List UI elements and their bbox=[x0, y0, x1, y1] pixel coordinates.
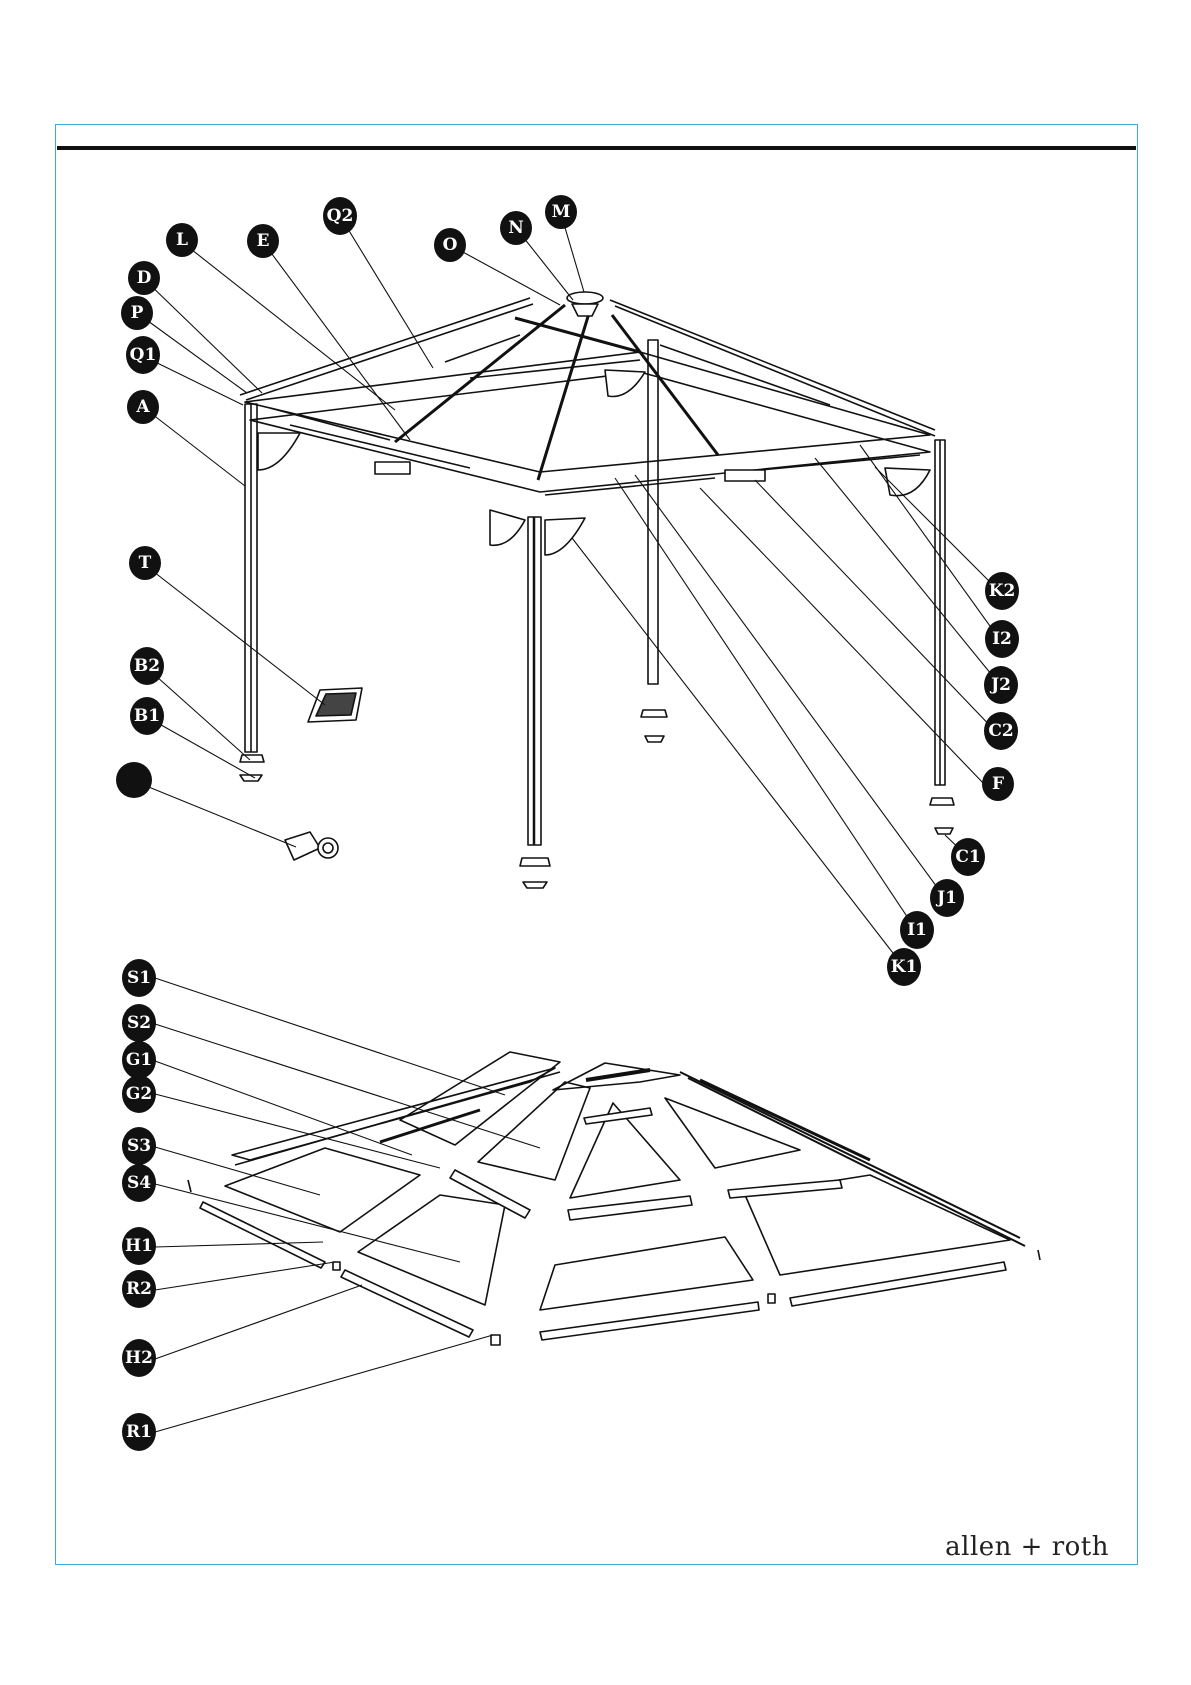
part-label: R1 bbox=[126, 1422, 152, 1442]
part-label: F bbox=[992, 774, 1004, 794]
center-cap bbox=[567, 292, 603, 316]
part-badge-l: L bbox=[166, 223, 198, 257]
panel-s1 bbox=[400, 1052, 560, 1145]
part-label: C1 bbox=[955, 847, 980, 867]
part-label: A bbox=[135, 397, 150, 417]
part-label: S4 bbox=[127, 1173, 151, 1193]
part-badge-r1: R1 bbox=[122, 1413, 156, 1451]
part-badge-r2: R2 bbox=[122, 1270, 156, 1308]
part-label: I2 bbox=[992, 629, 1012, 649]
panel-right-top bbox=[665, 1098, 800, 1168]
part-label: S3 bbox=[127, 1136, 151, 1156]
part-badge-j1: J1 bbox=[930, 879, 964, 917]
solar-light-part bbox=[308, 688, 362, 722]
part-badge-q2: Q2 bbox=[323, 197, 357, 235]
part-badge-m: M bbox=[545, 195, 577, 229]
part-badge-j2: J2 bbox=[984, 666, 1018, 704]
part-label: N bbox=[508, 218, 524, 238]
part-label: B1 bbox=[134, 706, 160, 726]
part-label: I1 bbox=[907, 920, 927, 940]
posts bbox=[245, 340, 945, 845]
part-badge-o: O bbox=[434, 228, 466, 262]
leader-lines bbox=[134, 214, 1000, 1432]
part-badge-c2: C2 bbox=[984, 712, 1018, 750]
part-badge-g1: G1 bbox=[122, 1041, 156, 1079]
part-label: K2 bbox=[989, 581, 1016, 601]
rail-h2 bbox=[341, 1270, 473, 1337]
post-feet bbox=[240, 710, 954, 888]
part-label: T bbox=[139, 553, 152, 573]
gazebo-frame-drawing bbox=[240, 292, 954, 888]
part-badge-c1: C1 bbox=[951, 838, 985, 876]
part-label: G1 bbox=[126, 1050, 152, 1070]
panel-s3 bbox=[225, 1148, 420, 1232]
part-badge-s4: S4 bbox=[122, 1164, 156, 1202]
part-badge-f: F bbox=[982, 767, 1014, 801]
part-badge-q1: Q1 bbox=[126, 336, 160, 374]
part-label: H1 bbox=[125, 1236, 153, 1256]
brand-logo: allen + roth bbox=[945, 1532, 1109, 1562]
part-badge-g2: G2 bbox=[122, 1075, 156, 1113]
part-label: R2 bbox=[126, 1279, 152, 1299]
part-label: Q2 bbox=[327, 206, 354, 226]
part-badge-k2: K2 bbox=[985, 572, 1019, 610]
part-label: D bbox=[137, 268, 152, 288]
part-label: H2 bbox=[125, 1348, 153, 1368]
part-badge-p: P bbox=[121, 296, 153, 330]
part-badge-unlabeled bbox=[116, 762, 152, 798]
part-label: Q1 bbox=[130, 345, 157, 365]
part-badge-i2: I2 bbox=[985, 620, 1019, 658]
rafters bbox=[395, 305, 718, 480]
part-badge-e: E bbox=[247, 224, 279, 258]
part-label: S2 bbox=[127, 1013, 151, 1033]
part-label: C2 bbox=[988, 721, 1013, 741]
panel-center-bottom bbox=[540, 1237, 753, 1310]
part-badge-s2: S2 bbox=[122, 1004, 156, 1042]
part-label: J2 bbox=[989, 675, 1011, 695]
part-badge-b2: B2 bbox=[130, 647, 164, 685]
part-label: B2 bbox=[134, 656, 160, 676]
part-label: P bbox=[131, 303, 144, 323]
part-badge-s3: S3 bbox=[122, 1127, 156, 1165]
part-badge-d: D bbox=[128, 261, 160, 295]
corner-r1 bbox=[491, 1335, 500, 1345]
part-label: G2 bbox=[126, 1084, 152, 1104]
part-label: E bbox=[257, 231, 270, 251]
part-label: J1 bbox=[935, 888, 957, 908]
part-badge-h2: H2 bbox=[122, 1339, 156, 1377]
part-badge-i1: I1 bbox=[900, 911, 934, 949]
corner-r2 bbox=[333, 1262, 340, 1270]
part-badge-k1: K1 bbox=[887, 948, 921, 986]
part-badge-n: N bbox=[500, 211, 532, 245]
part-label: M bbox=[552, 202, 571, 222]
part-badge-t: T bbox=[129, 546, 161, 580]
part-label: S1 bbox=[127, 968, 151, 988]
part-badge-b1: B1 bbox=[130, 697, 164, 735]
part-label: O bbox=[443, 235, 458, 255]
part-label: L bbox=[176, 230, 188, 250]
rail-front-left bbox=[540, 1302, 759, 1340]
panel-s2 bbox=[478, 1082, 590, 1180]
part-label: K1 bbox=[891, 957, 918, 977]
part-badge-a: A bbox=[127, 390, 159, 424]
part-badge-s1: S1 bbox=[122, 959, 156, 997]
part-badge-h1: H1 bbox=[122, 1227, 156, 1265]
